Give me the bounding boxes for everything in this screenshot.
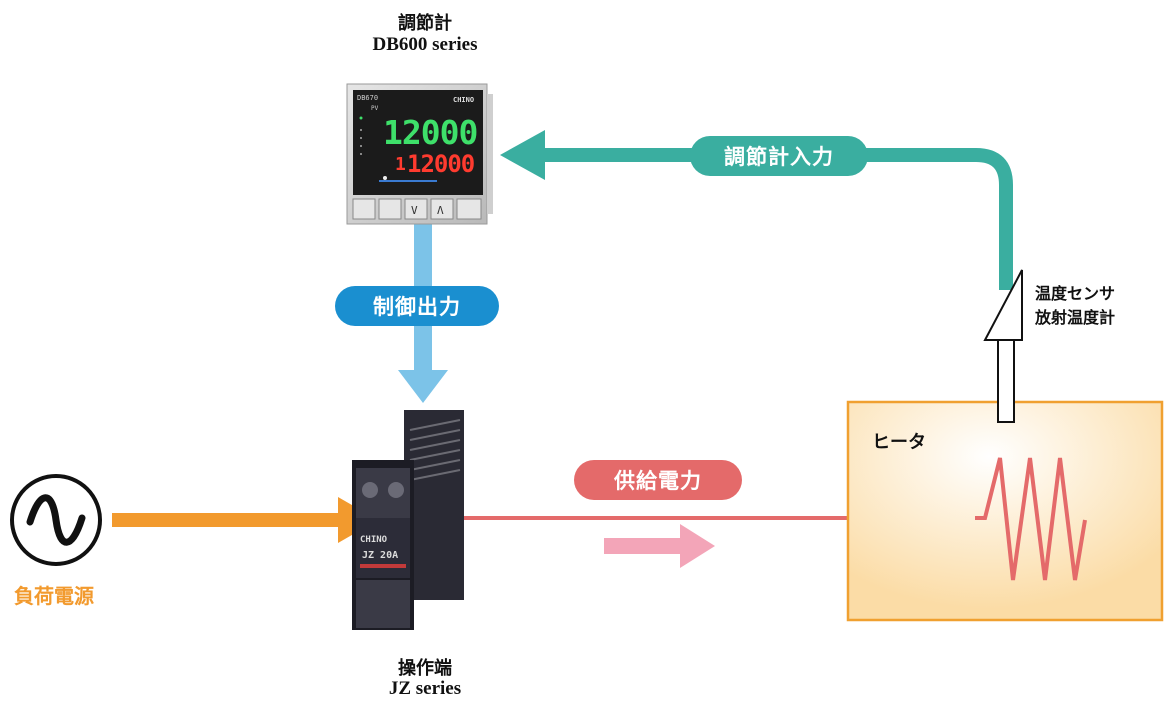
load-power-label: 負荷電源 — [14, 584, 94, 608]
key-ent — [456, 198, 482, 220]
supply-direction-arrow-body — [604, 538, 686, 554]
sv-value: 12000 — [407, 150, 475, 178]
actuator-title-jp: 操作端 — [398, 658, 452, 679]
supply-power-label: 供給電力 — [574, 460, 742, 500]
actuator-device: CHINO JZ 20A — [352, 410, 464, 630]
actuator-title-en: JZ series — [388, 678, 462, 699]
controller-input-arrowhead — [500, 130, 545, 180]
temperature-sensor-probe — [997, 339, 1015, 423]
key-down-label: V — [411, 204, 418, 217]
sensor-label-line2: 放射温度計 — [1035, 308, 1116, 327]
pv-label: PV — [371, 105, 379, 112]
key-am — [378, 198, 402, 220]
controller-input-line — [540, 148, 1013, 290]
controller-input-label: 調節計入力 — [690, 136, 868, 176]
controller-title-en: DB600 series — [372, 34, 478, 55]
key-down — [404, 198, 428, 220]
key-mode — [352, 198, 376, 220]
controller-brand: CHINO — [453, 96, 474, 104]
key-up — [430, 198, 454, 220]
sensor-label: 温度センサ 放射温度計 — [1035, 282, 1115, 330]
sine-wave-icon — [26, 494, 86, 546]
load-power-line — [112, 513, 342, 527]
supply-direction-arrowhead — [680, 524, 715, 568]
actuator-model: JZ 20A — [362, 550, 398, 561]
heater-label: ヒータ — [872, 432, 926, 453]
sv-prefix: 1 — [395, 154, 406, 175]
sensor-label-line1: 温度センサ — [1035, 284, 1116, 303]
controller-device: DB670 CHINO PV 12000 1 12000 V Λ — [346, 83, 493, 225]
controller-title-jp: 調節計 — [398, 13, 452, 34]
control-output-arrowhead — [398, 370, 448, 403]
pv-value: 12000 — [383, 113, 477, 152]
control-output-label: 制御出力 — [335, 286, 499, 326]
actuator-brand: CHINO — [360, 535, 388, 545]
heater-element — [975, 457, 1087, 581]
key-up-label: Λ — [437, 204, 444, 217]
controller-model: DB670 — [357, 94, 378, 102]
